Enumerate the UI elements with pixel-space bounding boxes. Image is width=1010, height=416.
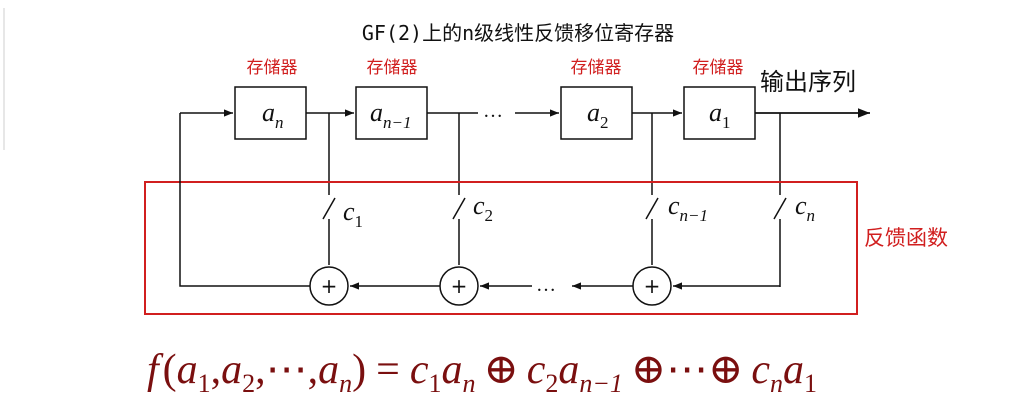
adder-1: +	[309, 266, 349, 306]
feedback-return-line	[179, 113, 310, 287]
adder-2: +	[439, 266, 479, 306]
register-label-an: an	[262, 98, 284, 132]
memory-label-an: 存储器	[247, 58, 298, 78]
output-sequence-label: 输出序列	[760, 68, 856, 96]
switch-cn	[773, 183, 787, 287]
memory-label-an1: 存储器	[367, 58, 418, 78]
switch-c1	[322, 183, 336, 265]
switch-cn1	[645, 183, 659, 265]
memory-label-a2: 存储器	[571, 58, 622, 78]
register-label-a1: a1	[709, 98, 731, 132]
switch-label-cn: cn	[795, 191, 815, 225]
top-ellipsis: …	[483, 100, 503, 122]
switch-label-c1: c1	[343, 197, 363, 231]
diagram-title: GF(2)上的n级线性反馈移位寄存器	[362, 21, 674, 45]
register-label-an1: an−1	[370, 98, 411, 132]
adder-3: +	[632, 266, 672, 306]
switch-label-cn1: cn−1	[668, 191, 708, 225]
memory-label-a1: 存储器	[693, 58, 744, 78]
feedback-formula: f(a1,a2,⋯,an)=c1an⊕c2an−1⊕⋯⊕cna1	[147, 347, 817, 398]
adder-2-symbol: +	[451, 274, 468, 298]
register-label-a2: a2	[587, 98, 609, 132]
switch-c2	[452, 183, 466, 265]
feedback-function-label: 反馈函数	[864, 226, 948, 250]
switch-label-c2: c2	[473, 191, 493, 225]
feedback-function-box	[144, 181, 858, 315]
adder-1-symbol: +	[321, 274, 338, 298]
adder-3-symbol: +	[644, 274, 661, 298]
bottom-ellipsis: …	[536, 274, 556, 296]
